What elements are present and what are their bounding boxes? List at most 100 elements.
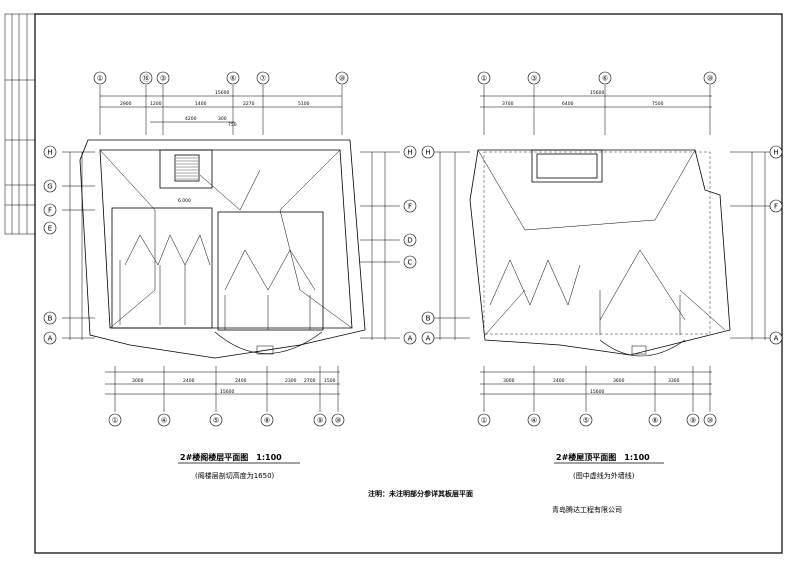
left-top-axis-1-circle — [139, 71, 153, 85]
right-right-axis-0: H — [773, 149, 778, 157]
attic-floor-plan — [62, 85, 400, 412]
left-top-dim-4: 2270 — [243, 101, 255, 107]
left-top-overall-dim: 15600 — [215, 90, 229, 96]
left-top-dim-5: 5100 — [298, 101, 310, 107]
left-top-axis-1: ⑯ — [143, 75, 150, 83]
right-side-axis-0: H — [425, 149, 430, 157]
roof-plan — [432, 85, 775, 412]
right-top-axis-3: ⑩ — [707, 75, 713, 83]
left-top-axis-4-circle — [256, 71, 270, 85]
right-bottom-axis-1-circle — [527, 413, 541, 427]
right-top-axis-0: ① — [481, 75, 487, 83]
left-bottom-dim-2: 2400 — [183, 378, 195, 384]
right-side-axis-2: A — [426, 335, 431, 343]
left-top-sub-2: 300 — [218, 116, 227, 122]
left-bottom-axis-5: ⑩ — [335, 417, 341, 425]
left-top-axis-2-circle — [156, 71, 170, 85]
right-bottom-overall-dim: 15600 — [590, 389, 604, 395]
right-bottom-axis-4-circle — [686, 413, 700, 427]
right-top-dim-2: 6400 — [562, 101, 574, 107]
left-bottom-dim-5: 2700 — [304, 378, 316, 384]
left-bottom-axis-1: ④ — [161, 417, 167, 425]
left-bottom-axis-0: ① — [112, 417, 118, 425]
left-bottom-overall-dim: 15600 — [220, 389, 234, 395]
right-bottom-dim-1: 3000 — [503, 378, 515, 384]
right-dimension-texts: 15600 3700 6400 7500 15600 3000 2400 360… — [502, 90, 680, 395]
right-bottom-axis-2-circle — [579, 413, 593, 427]
left-bottom-axis-2: ⑤ — [213, 417, 219, 425]
left-plan-subtitle: (阁楼层剖切高度为1650) — [195, 471, 275, 480]
left-side-axis-2-circle — [43, 203, 57, 217]
left-top-axis-5: ⑩ — [339, 75, 345, 83]
right-bottom-axis-5-circle — [703, 413, 717, 427]
left-top-axis-2: ③ — [160, 75, 166, 83]
right-plan-subtitle: (图中虚线为外墙线) — [573, 471, 635, 480]
company-name: 青岛腾达工程有限公司 — [552, 505, 622, 514]
right-bottom-axis-3-circle — [648, 413, 662, 427]
right-right-axis-1-circle — [769, 199, 783, 213]
left-right-axis-3: C — [408, 259, 413, 267]
general-note: 注明：未注明部分参详其板层平面 — [368, 489, 473, 498]
left-right-axis-1: F — [408, 203, 412, 211]
right-top-dim-3: 7500 — [652, 101, 664, 107]
right-bottom-axis-0-circle — [477, 413, 491, 427]
right-bottom-axis-5: ⑩ — [707, 417, 713, 425]
left-bottom-axis-1-circle — [157, 413, 171, 427]
left-bottom-axis-3-circle — [260, 413, 274, 427]
right-right-axis-2: A — [774, 335, 779, 343]
right-side-axis-2-circle — [421, 331, 435, 345]
right-side-axis-0-circle — [421, 145, 435, 159]
right-top-axis-1-circle — [527, 71, 541, 85]
right-right-axis-2-circle — [769, 331, 783, 345]
right-plan-title: 2#楼屋顶平面图 1:100 — [556, 452, 650, 462]
right-top-axis-2: ⑥ — [602, 75, 608, 83]
left-side-axis-0: H — [47, 149, 52, 157]
right-top-axis-0-circle — [477, 71, 491, 85]
left-bottom-dim-1: 3000 — [132, 378, 144, 384]
left-side-axis-5-circle — [43, 331, 57, 345]
right-bottom-axis-4: ⑨ — [690, 417, 696, 425]
left-plan-title: 2#楼阁楼层平面图 1:100 — [180, 452, 282, 462]
left-bottom-dim-4: 2300 — [285, 378, 297, 384]
right-top-axis-2-circle — [598, 71, 612, 85]
right-bottom-axis-1: ④ — [531, 417, 537, 425]
left-right-axis-1-circle — [403, 199, 417, 213]
level-mark: 6.000 — [178, 198, 191, 204]
right-side-axis-1-circle — [421, 311, 435, 325]
side-title-strip — [4, 13, 36, 235]
right-bottom-axis-3: ⑧ — [652, 417, 658, 425]
left-side-axis-1: G — [47, 183, 52, 191]
left-top-axis-0: ① — [97, 75, 103, 83]
right-bottom-dim-3: 3600 — [613, 378, 625, 384]
sheet-border — [34, 13, 783, 554]
left-side-axis-2: F — [48, 207, 52, 215]
right-top-overall-dim: 15600 — [590, 90, 604, 96]
right-top-dim-1: 3700 — [502, 101, 514, 107]
left-top-axis-3-circle — [226, 71, 240, 85]
left-top-axis-3: ⑥ — [230, 75, 236, 83]
right-right-axis-0-circle — [769, 145, 783, 159]
left-right-axis-0-circle — [403, 145, 417, 159]
left-side-axis-3-circle — [43, 221, 57, 235]
right-bottom-axis-0: ① — [481, 417, 487, 425]
left-top-axis-4: ⑦ — [260, 75, 266, 83]
left-bottom-axis-4-circle — [313, 413, 327, 427]
right-top-axis-3-circle — [703, 71, 717, 85]
left-top-dim-3: 1400 — [195, 101, 207, 107]
left-top-axis-0-circle — [93, 71, 107, 85]
left-side-axis-4: B — [48, 315, 53, 323]
left-right-axis-0: H — [407, 149, 412, 157]
left-right-axis-2-circle — [403, 233, 417, 247]
right-side-axis-1: B — [426, 315, 431, 323]
right-bottom-dim-2: 2400 — [553, 378, 565, 384]
right-right-axis-1: F — [774, 203, 778, 211]
left-top-dim-2: 1200 — [150, 101, 162, 107]
left-side-axis-1-circle — [43, 179, 57, 193]
left-side-axis-0-circle — [43, 145, 57, 159]
left-top-sub-3: 750 — [228, 122, 237, 128]
left-bottom-axis-4: ⑨ — [317, 417, 323, 425]
left-bottom-dim-6: 1500 — [324, 378, 336, 384]
left-right-axis-4-circle — [403, 331, 417, 345]
left-right-axis-4: A — [408, 335, 413, 343]
